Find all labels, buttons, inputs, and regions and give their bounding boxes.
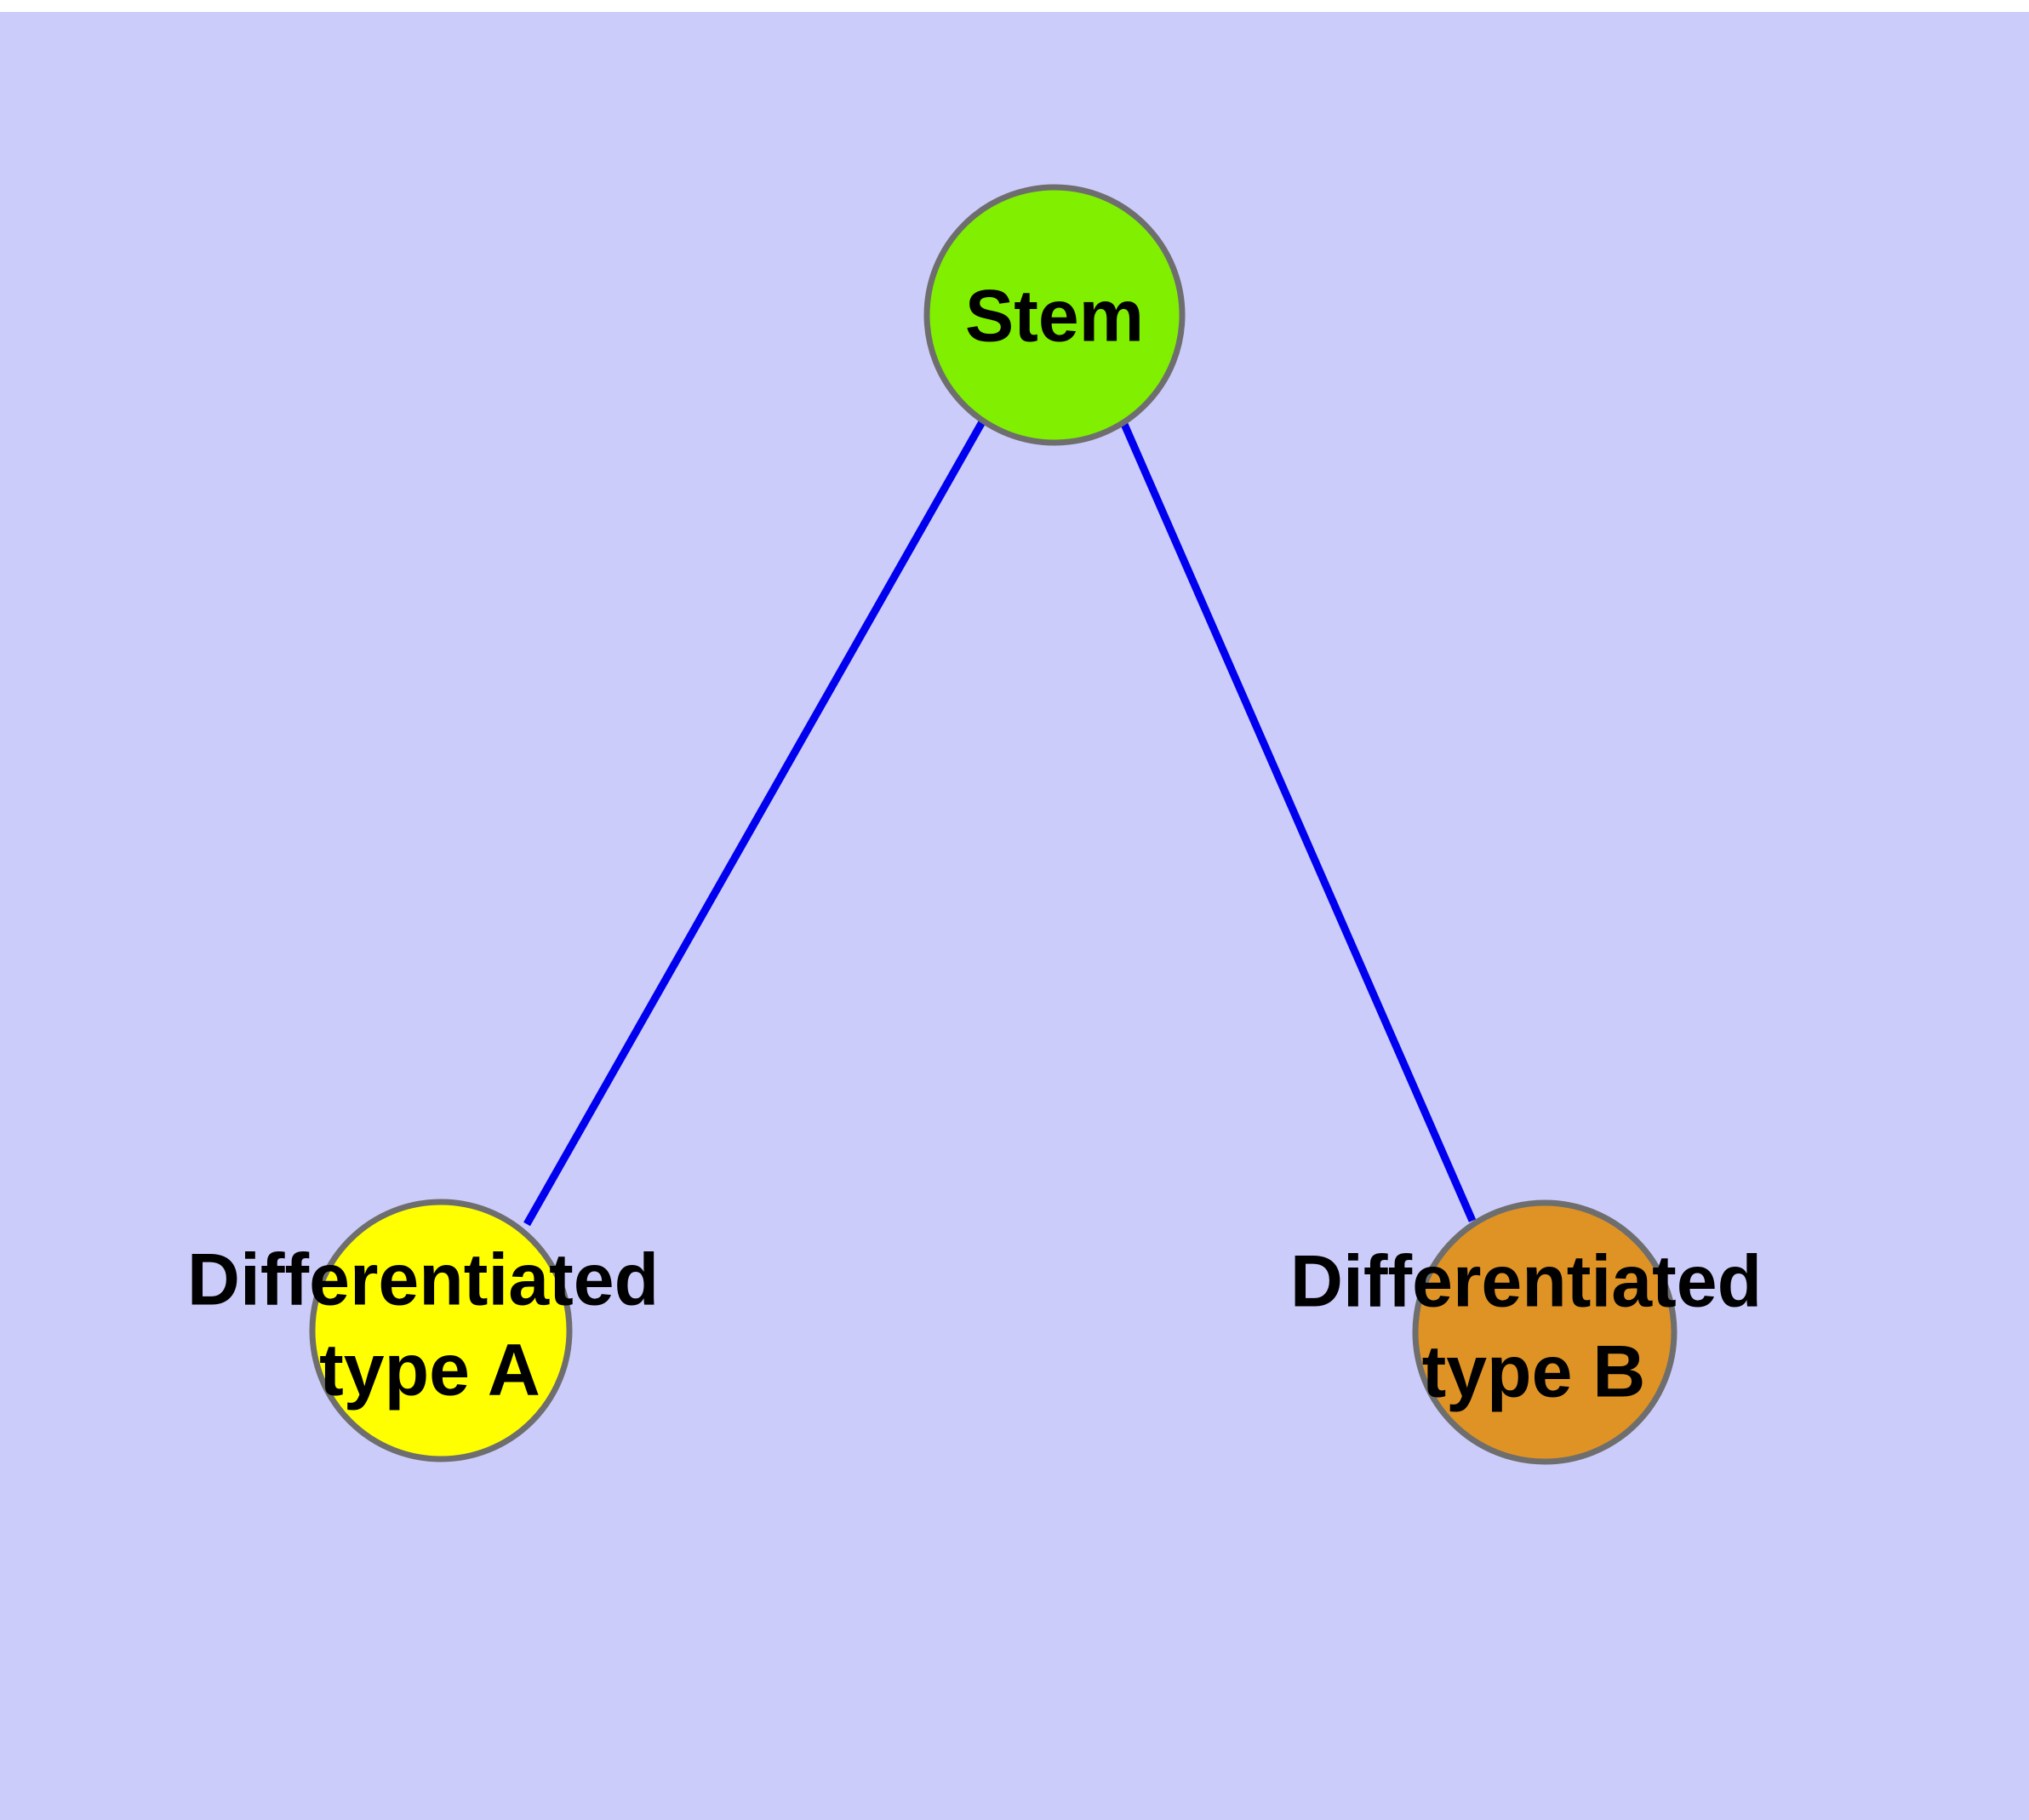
edge-stem-to-differentiated-type-b[interactable] <box>1119 421 1477 1222</box>
differentiated-type-b-node-circle[interactable] <box>1412 1199 1677 1465</box>
differentiated-type-b-label-line-2: type B <box>1422 1331 1646 1413</box>
node-differentiated-type-a[interactable]: Differentiated type A <box>187 1199 659 1462</box>
stem-node-label-line-1: Stem <box>965 276 1144 358</box>
differentiated-type-a-node-circle[interactable] <box>309 1199 573 1462</box>
node-differentiated-type-b[interactable]: Differentiated type B <box>1290 1199 1762 1465</box>
edge-group <box>523 418 1477 1227</box>
differentiated-type-a-label-line-2: type A <box>319 1330 540 1411</box>
differentiated-type-b-label-line-1: Differentiated <box>1290 1241 1762 1323</box>
stem-node-circle[interactable] <box>923 184 1186 446</box>
node-stem[interactable]: Stem <box>923 184 1186 446</box>
differentiated-type-a-label-line-1: Differentiated <box>187 1239 659 1321</box>
edge-stem-to-differentiated-type-a[interactable] <box>523 418 986 1227</box>
